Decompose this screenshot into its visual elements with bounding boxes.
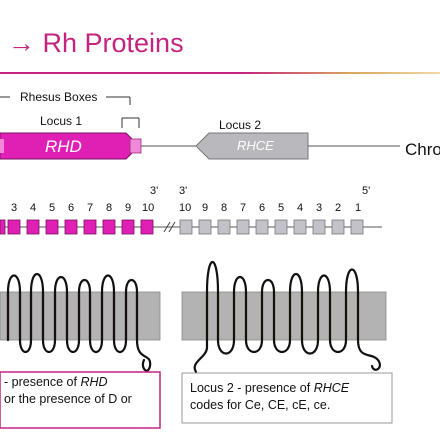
rhce-gene-label: RHCE	[237, 138, 274, 153]
rhce-gene-arrow	[195, 132, 309, 160]
chromosome-label: Chro	[405, 140, 440, 159]
caption-left-line1-italic: RHD	[80, 375, 108, 389]
rhce-exon-number: 4	[297, 202, 304, 214]
caption-left-line1-prefix: - presence of	[4, 375, 81, 389]
rhce-exon-number: 10	[179, 202, 192, 214]
rhd-exon-number: 8	[106, 202, 113, 214]
rhesus-boxes-label: Rhesus Boxes	[20, 90, 98, 104]
rhce-3prime-label: 3'	[179, 185, 188, 197]
rhce-exons	[179, 219, 364, 235]
rhce-exon	[179, 219, 193, 235]
rhd-exon	[140, 219, 154, 235]
rhd-exon	[102, 219, 116, 235]
rhce-exon-number: 2	[335, 202, 342, 214]
caption-right-line2: codes for Ce, CE, cE, ce.	[190, 398, 331, 412]
rhd-exon	[64, 219, 78, 235]
rhce-exon	[217, 219, 231, 235]
rhd-exon-number: 7	[87, 202, 94, 214]
rhce-exon-number: 3	[316, 202, 323, 214]
rhd-exon-number: 10	[142, 202, 155, 214]
rhd-exon	[26, 219, 40, 235]
rhd-exon-number: 9	[125, 202, 132, 214]
rhce-exon	[312, 219, 326, 235]
title-underline	[0, 72, 440, 74]
rhd-exons	[0, 219, 154, 235]
rhd-exon	[83, 219, 97, 235]
rhce-protein-chain	[193, 260, 381, 374]
rhce-exon	[198, 219, 212, 235]
rhce-5prime-label: 5'	[362, 185, 371, 197]
caption-left-line2: or the presence of D or	[4, 392, 132, 406]
rhd-exon-number: 6	[68, 202, 75, 214]
page-title: → Rh Proteins	[8, 28, 184, 58]
caption-right: Locus 2 - presence of RHCE codes for Ce,…	[190, 380, 390, 414]
rhd-gene-label: RHD	[45, 137, 82, 156]
sequence-break-mark	[163, 221, 176, 233]
rhd-exon	[0, 219, 6, 235]
rhce-exon	[350, 219, 364, 235]
rhd-exon-number: 3	[11, 202, 18, 214]
membrane-right	[181, 291, 387, 341]
rhd-3prime-label: 3'	[150, 185, 159, 197]
rhce-exon-number: 5	[278, 202, 285, 214]
rhce-exon-number: 6	[259, 202, 266, 214]
rhce-exon	[255, 219, 269, 235]
caption-box-right	[181, 372, 393, 424]
rhd-exon	[45, 219, 59, 235]
rhce-exon	[236, 219, 250, 235]
locus2-label: Locus 2	[219, 118, 262, 132]
rhce-exon	[331, 219, 345, 235]
caption-right-line1-italic: RHCE	[313, 381, 350, 395]
caption-left: - presence of RHD or the presence of D o…	[4, 374, 158, 408]
rhd-exon-number: 5	[49, 202, 56, 214]
rhd-exon	[121, 219, 135, 235]
rhce-exon	[293, 219, 307, 235]
rhd-exon	[7, 219, 21, 235]
rhce-exon-number: 1	[355, 202, 362, 214]
rhce-exon-number: 8	[221, 202, 228, 214]
rhd-protein-chain	[6, 272, 152, 372]
locus1-label: Locus 1	[40, 114, 83, 128]
caption-box-left	[0, 371, 161, 429]
rhce-exon-number: 9	[202, 202, 209, 214]
rhesus-boxes-bracket	[0, 96, 140, 128]
caption-right-line1-prefix: Locus 2 - presence of	[190, 381, 314, 395]
rhesus-box-left	[0, 139, 4, 153]
rhce-exon	[274, 219, 288, 235]
rhce-exon-number: 7	[240, 202, 247, 214]
rhd-exon-number: 4	[30, 202, 37, 214]
rhesus-box-right	[129, 138, 142, 154]
